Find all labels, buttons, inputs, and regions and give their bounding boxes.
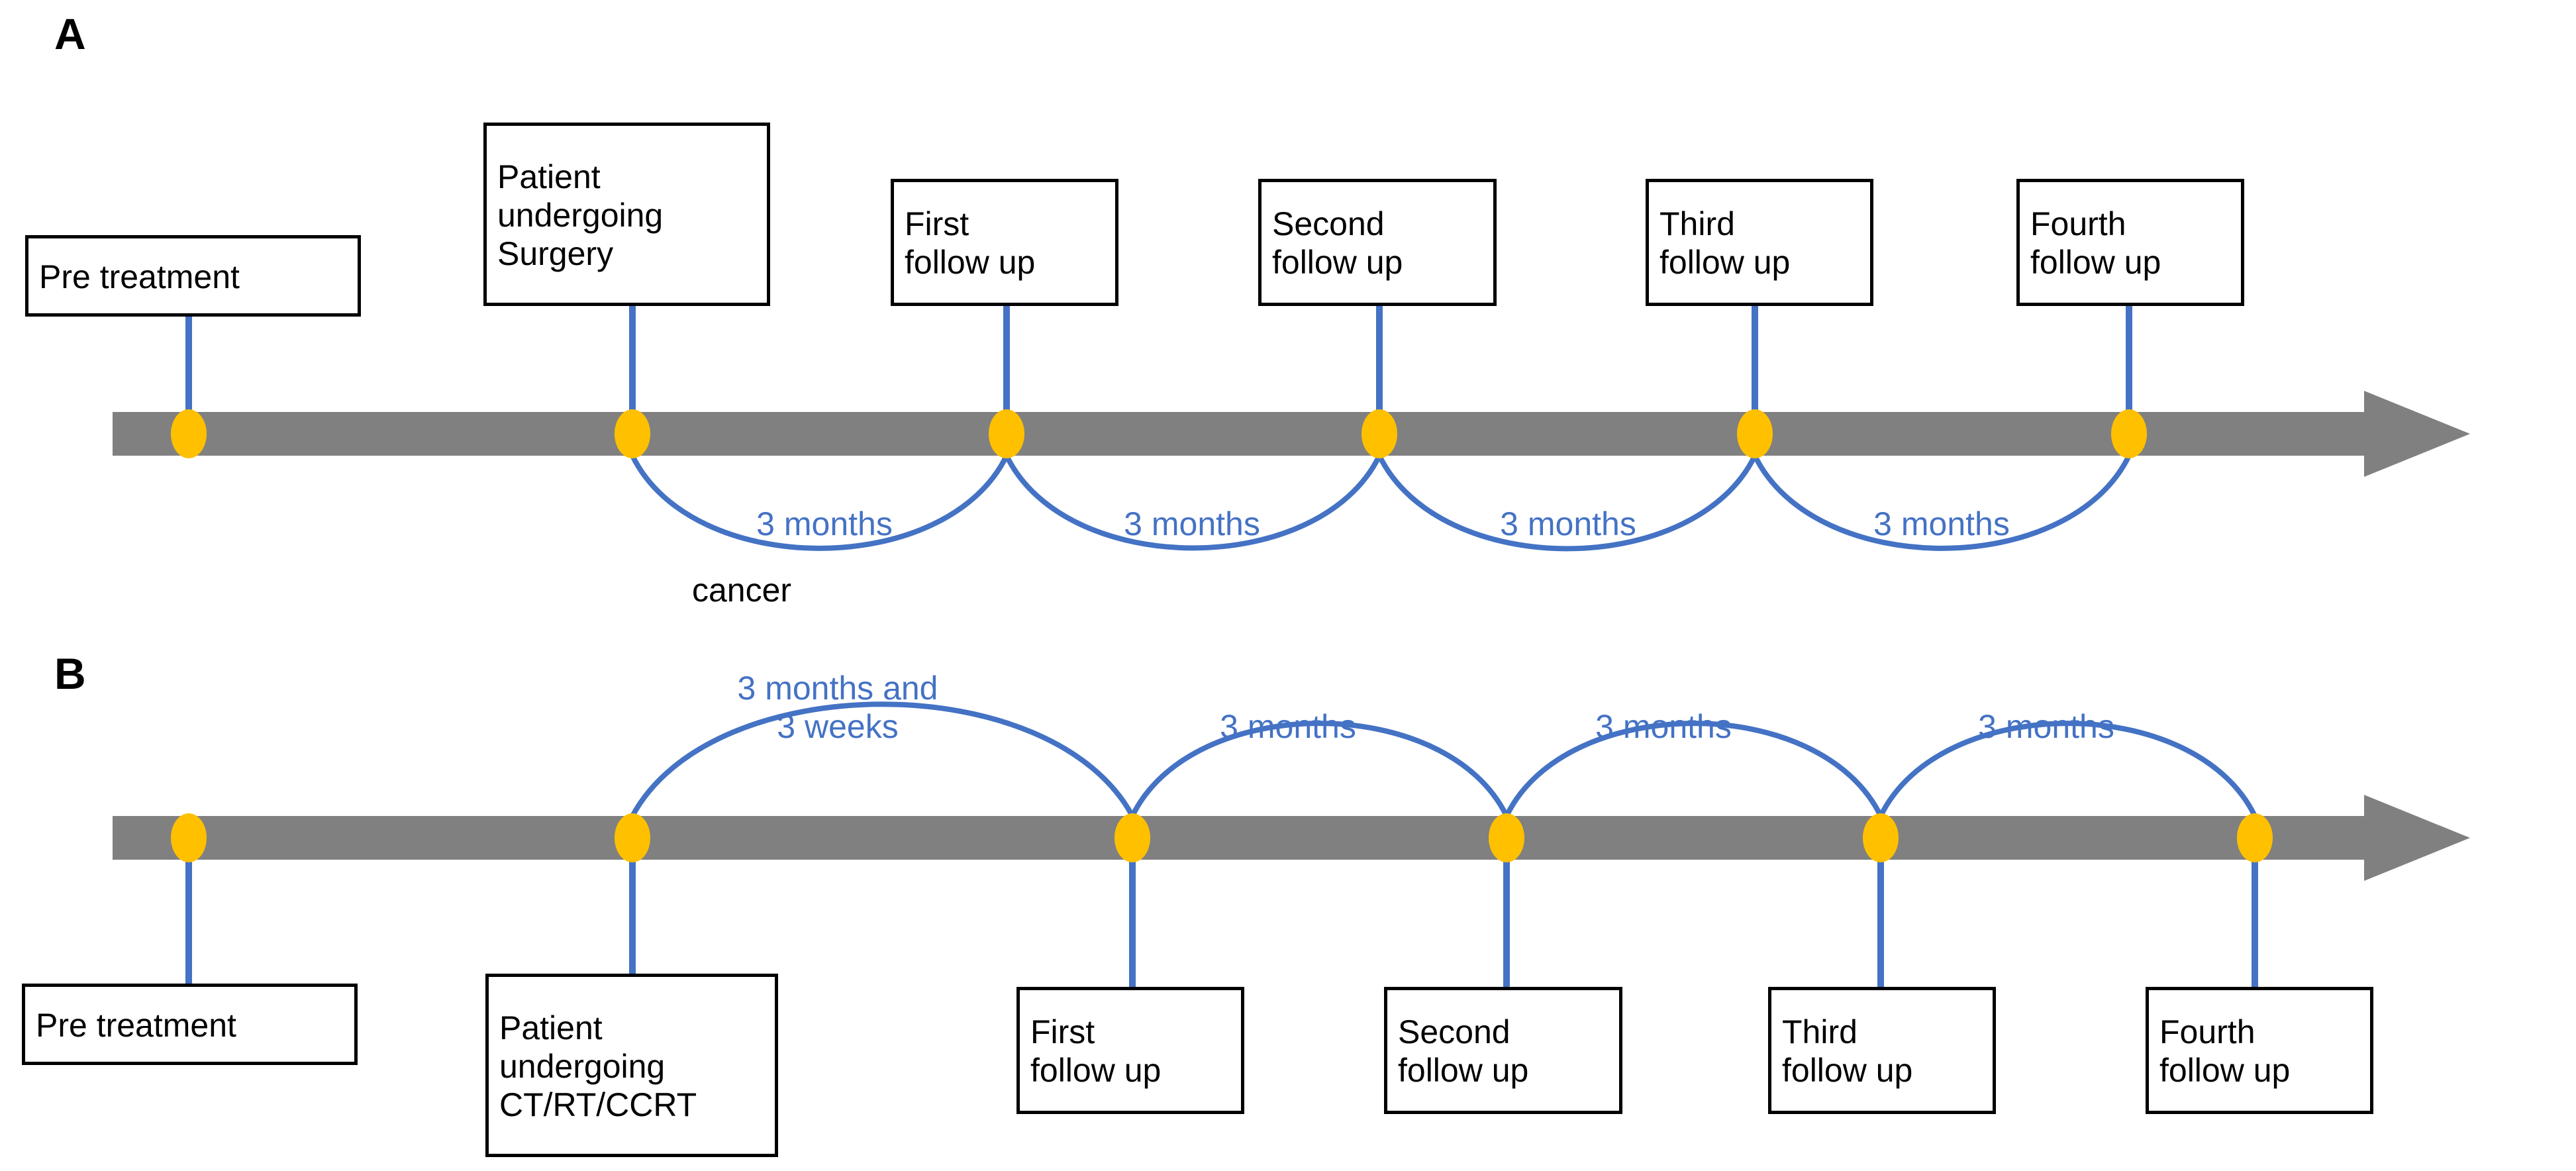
panel-letter-a: A — [54, 9, 86, 58]
timeline-marker-b-4[interactable] — [1489, 813, 1524, 862]
timeline-marker-a-2[interactable] — [615, 409, 650, 458]
interval-label-b-1: 3 months and 3 weeks — [737, 670, 938, 745]
event-box-b-3[interactable]: First follow up — [1016, 987, 1244, 1114]
timeline-marker-a-5[interactable] — [1737, 409, 1773, 458]
event-box-a-6[interactable]: Fourth follow up — [2016, 179, 2244, 306]
timeline-marker-b-3[interactable] — [1115, 813, 1150, 862]
interval-label-a-4: 3 months — [1873, 505, 2010, 542]
timeline-marker-b-1[interactable] — [171, 813, 207, 862]
event-box-b-5[interactable]: Third follow up — [1768, 987, 1996, 1114]
interval-label-a-2: 3 months — [1124, 505, 1260, 542]
interval-label-a-1: 3 months — [756, 505, 893, 542]
event-box-a-2[interactable]: Patient undergoing Surgery — [483, 123, 770, 306]
interval-label-b-2: 3 months — [1220, 708, 1356, 745]
interval-label-b-4: 3 months — [1978, 708, 2114, 745]
event-box-a-1[interactable]: Pre treatment — [25, 235, 361, 317]
interval-label-b-3: 3 months — [1595, 708, 1732, 745]
timeline-marker-b-5[interactable] — [1863, 813, 1899, 862]
event-box-b-6[interactable]: Fourth follow up — [2146, 987, 2373, 1114]
timeline-bar-b — [113, 795, 2470, 881]
event-box-b-4[interactable]: Second follow up — [1384, 987, 1622, 1114]
event-box-a-4[interactable]: Second follow up — [1258, 179, 1497, 306]
timeline-marker-a-6[interactable] — [2111, 409, 2147, 458]
event-box-a-3[interactable]: First follow up — [891, 179, 1118, 306]
timeline-marker-a-1[interactable] — [171, 409, 207, 458]
event-box-b-1[interactable]: Pre treatment — [22, 984, 358, 1065]
event-box-b-2[interactable]: Patient undergoing CT/RT/CCRT — [485, 974, 778, 1157]
timeline-marker-b-2[interactable] — [615, 813, 650, 862]
annotation-note-a-1: cancer — [692, 572, 792, 609]
interval-label-a-3: 3 months — [1500, 505, 1636, 542]
timeline-marker-a-4[interactable] — [1362, 409, 1397, 458]
panel-letter-b: B — [54, 649, 86, 698]
timeline-marker-b-6[interactable] — [2237, 813, 2273, 862]
timeline-marker-a-3[interactable] — [989, 409, 1024, 458]
timeline-bar-a — [113, 391, 2470, 477]
event-box-a-5[interactable]: Third follow up — [1646, 179, 1873, 306]
